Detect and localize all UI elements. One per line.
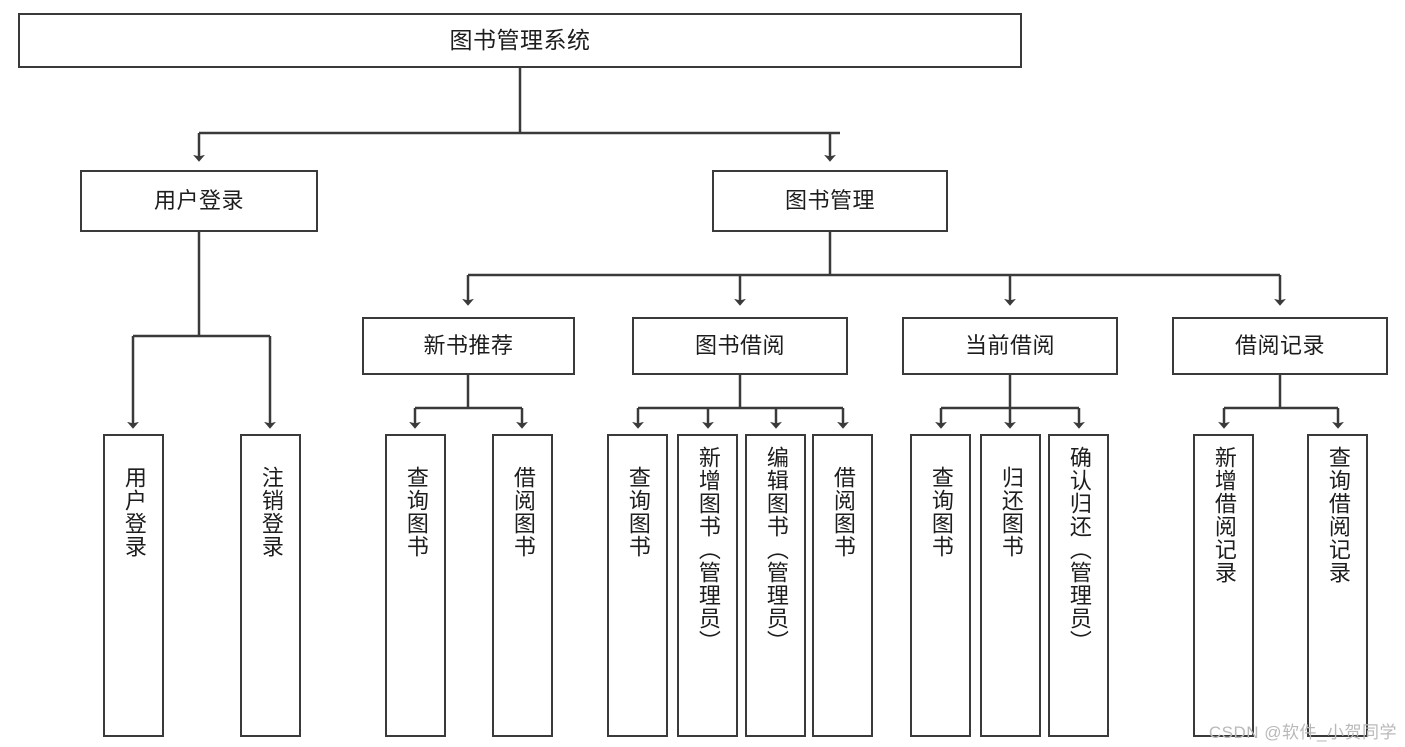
leaf-confirm-return-label: 确认归还（管理员） [1066,446,1092,653]
node-borrow-record[interactable]: 借阅记录 [1172,317,1388,375]
leaf-edit-book[interactable]: 编辑图书（管理员） [745,434,806,737]
node-current-borrow-label: 当前借阅 [964,333,1055,359]
node-book-manage[interactable]: 图书管理 [712,170,948,232]
leaf-borrow-book-2-label: 借阅图书 [830,466,856,558]
node-user-login-label: 用户登录 [153,188,244,214]
leaf-query-book-1-label: 查询图书 [403,466,429,558]
node-book-borrow-label: 图书借阅 [694,333,785,359]
leaf-add-book-label: 新增图书（管理员） [695,446,721,653]
leaf-user-logout[interactable]: 注销登录 [240,434,301,737]
leaf-query-book-3[interactable]: 查询图书 [910,434,971,737]
node-root-label: 图书管理系统 [449,26,591,53]
node-new-book-rec[interactable]: 新书推荐 [362,317,575,375]
node-book-borrow[interactable]: 图书借阅 [632,317,848,375]
leaf-return-book-label: 归还图书 [998,466,1024,558]
leaf-query-book-2[interactable]: 查询图书 [607,434,668,737]
watermark-text: CSDN @软件_小贺同学 [1208,723,1397,742]
leaf-return-book[interactable]: 归还图书 [980,434,1041,737]
leaf-add-book[interactable]: 新增图书（管理员） [677,434,738,737]
leaf-user-login[interactable]: 用户登录 [103,434,164,737]
leaf-user-login-label: 用户登录 [121,466,147,558]
leaf-borrow-book-1-label: 借阅图书 [510,466,536,558]
leaf-edit-book-label: 编辑图书（管理员） [763,446,789,653]
leaf-query-record[interactable]: 查询借阅记录 [1307,434,1368,737]
node-borrow-record-label: 借阅记录 [1234,333,1325,359]
leaf-confirm-return[interactable]: 确认归还（管理员） [1048,434,1109,737]
leaf-query-book-1[interactable]: 查询图书 [385,434,446,737]
leaf-borrow-book-1[interactable]: 借阅图书 [492,434,553,737]
leaf-add-record[interactable]: 新增借阅记录 [1193,434,1254,737]
node-root[interactable]: 图书管理系统 [18,13,1022,68]
leaf-borrow-book-2[interactable]: 借阅图书 [812,434,873,737]
node-book-manage-label: 图书管理 [784,188,875,214]
leaf-user-logout-label: 注销登录 [258,466,284,558]
node-user-login[interactable]: 用户登录 [80,170,318,232]
leaf-query-book-2-label: 查询图书 [625,466,651,558]
leaf-query-record-label: 查询借阅记录 [1325,446,1351,584]
node-current-borrow[interactable]: 当前借阅 [902,317,1118,375]
leaf-query-book-3-label: 查询图书 [928,466,954,558]
node-new-book-rec-label: 新书推荐 [423,333,514,359]
leaf-add-record-label: 新增借阅记录 [1211,446,1237,584]
